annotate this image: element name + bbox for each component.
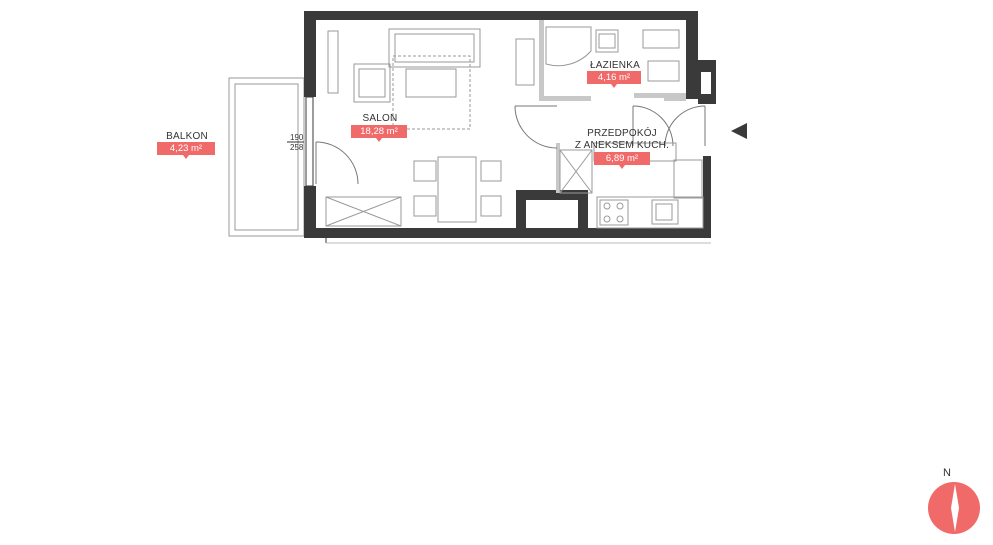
salon-area-badge: 18,28 m²: [351, 125, 407, 142]
partitions: [539, 20, 686, 193]
compass-needle: [951, 484, 959, 532]
przedpokoj-label-line1: PRZEDPOKÓJ: [587, 128, 657, 139]
compass-north-label: N: [943, 467, 951, 479]
przedpokoj-label-line2: Z ANEKSEM KUCH.: [574, 140, 670, 151]
balkon-area-badge: 4,23 m²: [157, 142, 215, 159]
window-dim-top: 190: [290, 133, 304, 142]
windows: [305, 96, 711, 244]
wall-niches: [316, 20, 711, 94]
window-dim-bottom: 258: [290, 143, 304, 152]
compass: [928, 482, 980, 534]
doors: [315, 105, 706, 185]
lazienka-area-badge: 4,16 m²: [587, 71, 641, 88]
balkon-label: BALKON: [166, 131, 208, 142]
furniture: [325, 26, 704, 229]
przedpokoj-area-badge: 6,89 m²: [594, 152, 650, 169]
outer-walls: [304, 11, 716, 238]
salon-label: SALON: [362, 113, 398, 124]
lazienka-label: ŁAZIENKA: [590, 60, 640, 71]
balcony: [228, 77, 305, 237]
entrance-arrow: [731, 123, 747, 139]
